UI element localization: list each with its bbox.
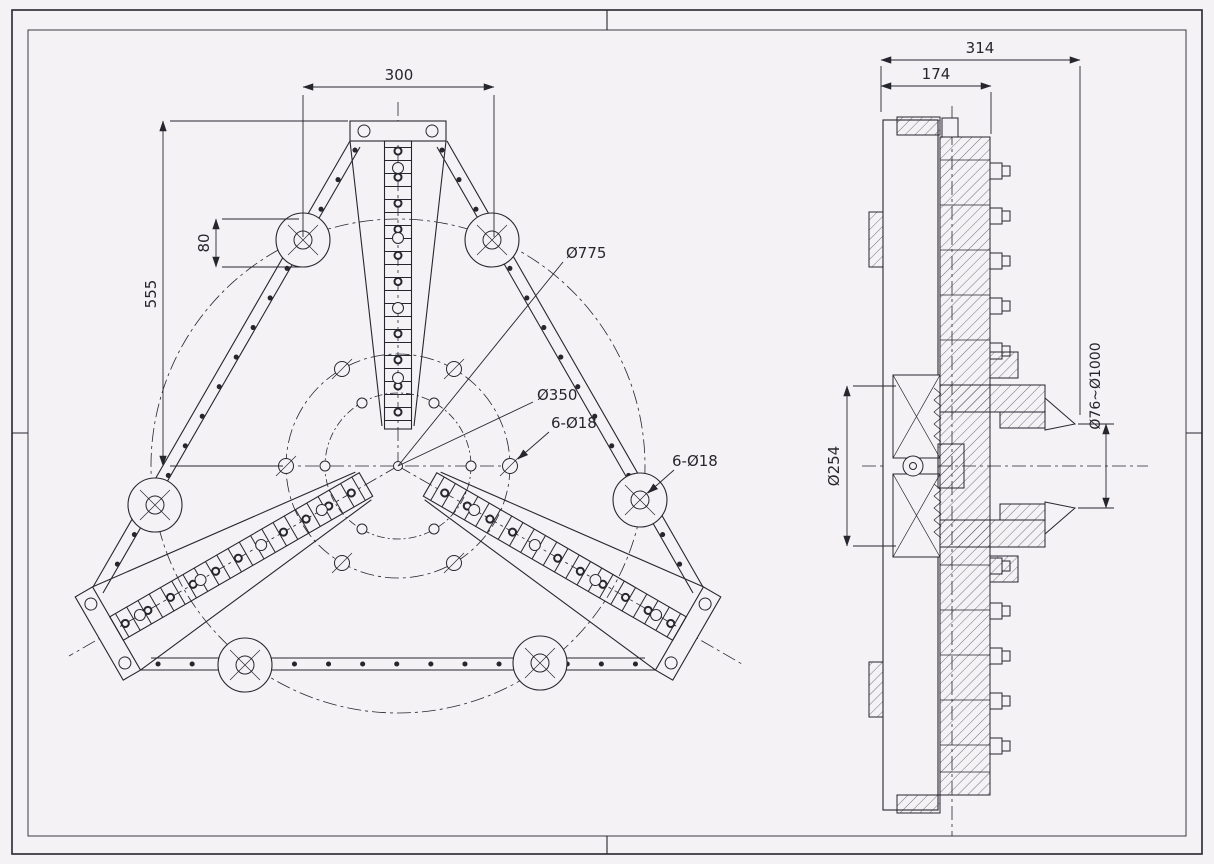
dim-6x18-ears: 6-Ø18 bbox=[672, 452, 718, 470]
sheet-frame bbox=[11, 9, 1203, 855]
hole-18 bbox=[499, 455, 521, 477]
spring-lower bbox=[933, 483, 942, 539]
jaw-tip-lower bbox=[1044, 501, 1077, 536]
hole-18 bbox=[331, 552, 353, 574]
jaw-assembly bbox=[939, 384, 1077, 548]
hole-18 bbox=[443, 552, 465, 574]
ear-left bbox=[127, 477, 183, 533]
hole-18 bbox=[443, 358, 465, 380]
dim-174: 174 bbox=[922, 65, 951, 83]
dim-254: Ø254 bbox=[825, 446, 843, 486]
front-dimensions: 300 555 80 Ø775 Ø350 6-Ø18 6-Ø18 bbox=[142, 66, 718, 494]
rack-bolt bbox=[989, 647, 1011, 665]
rack-arm-top bbox=[350, 121, 446, 429]
bottom-cap bbox=[896, 794, 941, 814]
side-dimensions: 314 174 Ø254 Ø76~Ø1000 bbox=[825, 39, 1114, 547]
dim-80: 80 bbox=[195, 233, 213, 252]
rack-bolt bbox=[989, 692, 1011, 710]
bracket-upper bbox=[989, 351, 1019, 379]
frame-sides bbox=[92, 140, 704, 671]
inner-holes bbox=[319, 397, 477, 535]
ear-section-upper bbox=[868, 211, 884, 268]
top-bolt bbox=[941, 117, 959, 138]
rack-column-section bbox=[939, 136, 991, 796]
jaw-tip-upper bbox=[1044, 396, 1077, 431]
rack-bolt bbox=[989, 207, 1011, 225]
top-cap bbox=[896, 116, 941, 136]
dim-6x18-inner: 6-Ø18 bbox=[551, 414, 597, 432]
ear-lower-left bbox=[217, 637, 273, 693]
dim-314: 314 bbox=[966, 39, 995, 57]
rack-bolt bbox=[989, 162, 1011, 180]
hub-assembly bbox=[892, 374, 965, 558]
rack-bolt bbox=[989, 252, 1011, 270]
ear-section-lower bbox=[868, 661, 884, 718]
dim-350: Ø350 bbox=[537, 386, 577, 404]
rack-bolt bbox=[989, 737, 1011, 755]
side-view bbox=[862, 106, 1148, 836]
spring-upper bbox=[933, 387, 942, 443]
front-view bbox=[68, 100, 743, 714]
rack-bolt bbox=[989, 602, 1011, 620]
dim-555: 555 bbox=[142, 280, 160, 309]
ear-upper-right bbox=[464, 212, 520, 268]
column-joints bbox=[940, 159, 990, 773]
bracket-lower bbox=[989, 555, 1019, 583]
ear-lower-right bbox=[512, 635, 568, 691]
dim-775: Ø775 bbox=[566, 244, 606, 262]
dim-clamp-range: Ø76~Ø1000 bbox=[1088, 342, 1104, 429]
ear-right bbox=[612, 472, 668, 528]
rack-bolt bbox=[989, 297, 1011, 315]
dim-300: 300 bbox=[385, 66, 414, 84]
hole-18 bbox=[331, 358, 353, 380]
